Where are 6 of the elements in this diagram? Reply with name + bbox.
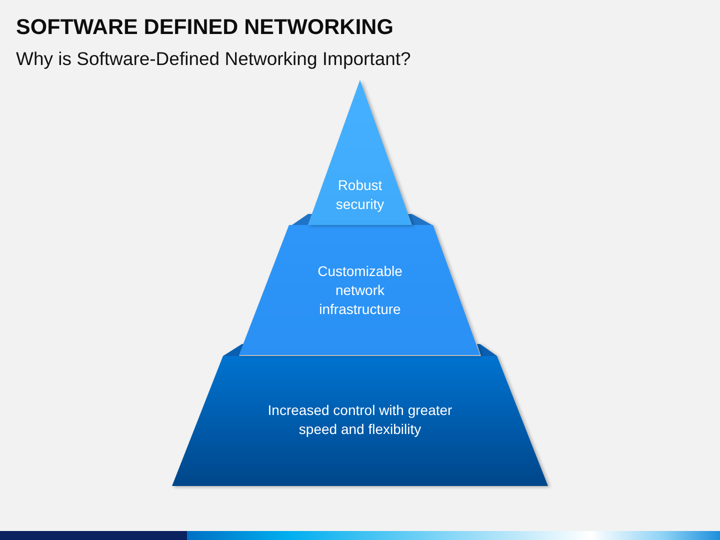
pyramid-tier [170,341,551,488]
tier-label: Customizable network infrastructure [316,262,404,319]
tier-label: Robust security [334,176,386,214]
tier-label: Increased control with greater speed and flexibility [266,401,454,439]
subtitle: Why is Software-Defined Networking Important? [16,48,411,70]
title: SOFTWARE DEFINED NETWORKING [16,14,394,40]
